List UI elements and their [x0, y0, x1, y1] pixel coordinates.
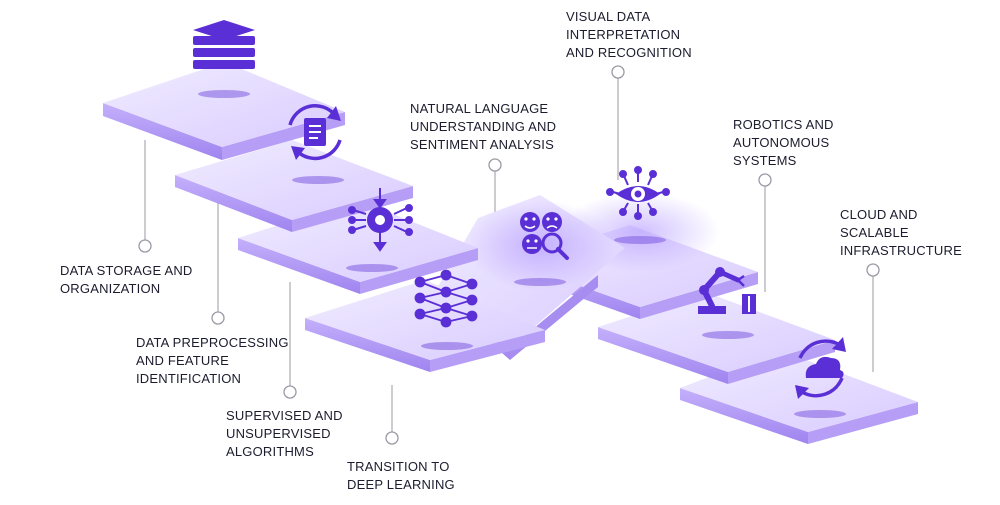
connector-dot-nlp — [488, 158, 502, 172]
eye-network-icon — [606, 166, 670, 220]
layers-stack-icon — [193, 20, 255, 69]
label-deep-learning: TRANSITION TO DEEP LEARNING — [347, 459, 455, 492]
connector-dot-data-storage — [138, 239, 152, 253]
label-nlp: NATURAL LANGUAGE UNDERSTANDING AND SENTI… — [410, 101, 557, 152]
connector-dot-robotics — [758, 173, 772, 187]
tile-deep-learning — [305, 280, 545, 372]
connector-dot-visual — [611, 65, 625, 79]
robot-arm-icon — [698, 267, 756, 314]
connectors — [138, 65, 880, 445]
connector-dot-supervised — [283, 385, 297, 399]
emotion-search-icon — [520, 212, 569, 260]
label-cloud: CLOUD AND SCALABLE INFRASTRUCTURE — [840, 207, 962, 258]
label-robotics: ROBOTICS AND AUTONOMOUS SYSTEMS — [733, 117, 834, 168]
connector-dot-cloud — [866, 263, 880, 277]
label-visual: VISUAL DATA INTERPRETATION AND RECOGNITI… — [566, 9, 692, 60]
gear-network-icon — [348, 188, 413, 252]
connector-dot-preprocessing — [211, 311, 225, 325]
label-data-storage: DATA STORAGE AND ORGANIZATION — [60, 263, 193, 296]
neural-network-icon — [414, 269, 478, 328]
label-preprocessing: DATA PREPROCESSING AND FEATURE IDENTIFIC… — [136, 335, 289, 386]
document-refresh-icon — [288, 104, 342, 161]
connector-dot-deep-learning — [385, 431, 399, 445]
cloud-sync-icon — [795, 337, 846, 399]
icon-shadows — [198, 90, 846, 418]
label-supervised: SUPERVISED AND UNSUPERVISED ALGORITHMS — [226, 408, 343, 459]
